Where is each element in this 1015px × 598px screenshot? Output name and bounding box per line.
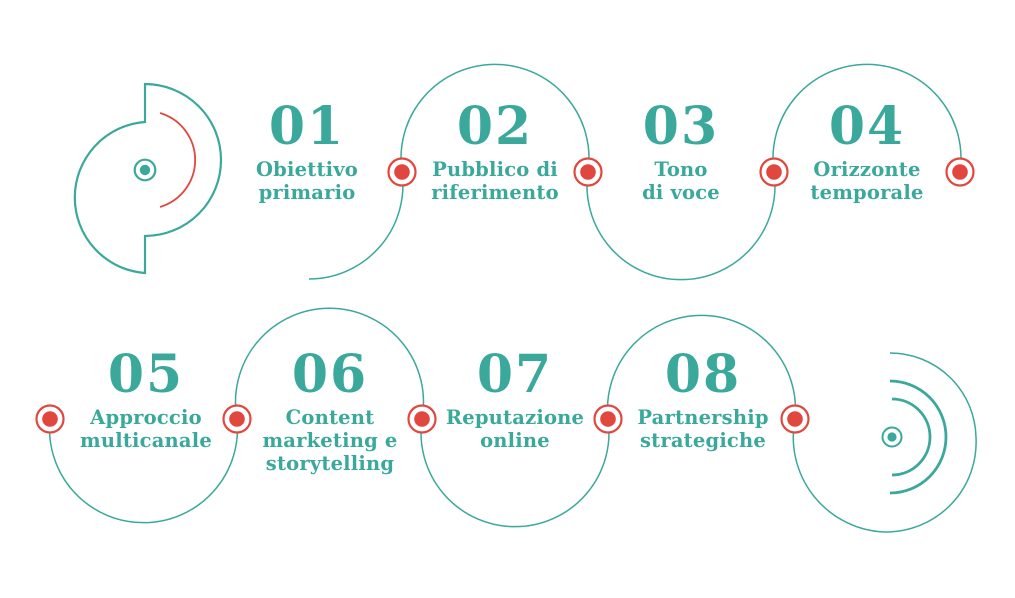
left-bullseye-dot [139,164,151,176]
step-label-line: multicanale [80,429,212,452]
split-circle-bullseye-icon [73,82,223,275]
step-label: Obiettivo primario [256,158,358,204]
right-bullseye-dot [887,432,897,442]
ripple-bullseye-icon [881,379,948,495]
step-number: 03 [642,96,720,157]
node-dot [387,157,417,187]
node-dot [759,157,789,187]
ripple-arc-inner [891,397,932,477]
step-08: 08 Partnership strategiche [637,344,768,453]
step-label: Approccio multicanale [80,406,212,452]
step-05: 05 Approccio multicanale [80,344,212,453]
node-dots [35,157,975,434]
step-label-line: Content [285,406,375,429]
step-number: 05 [107,344,185,405]
step-label-line: online [480,429,550,452]
step-label-line: riferimento [431,181,559,204]
step-01: 01 Obiettivo primario [256,96,358,205]
step-label-line: marketing e [262,429,398,452]
step-label-line: Tono [654,158,708,181]
step-label: Partnership strategiche [637,406,768,452]
step-label: Tono di voce [642,158,720,204]
step-number: 02 [456,96,534,157]
step-label-line: primario [258,181,356,204]
node-dot [573,157,603,187]
step-number: 07 [476,344,554,405]
step-06: 06 Content marketing e storytelling [262,344,397,476]
node-dot [945,157,975,187]
node-dot [35,404,65,434]
node-dot [222,404,252,434]
step-label-line: Approccio [90,406,202,429]
step-02: 02 Pubblico di riferimento [431,96,559,205]
step-label-line: strategiche [639,429,766,452]
step-04: 04 Orizzonte temporale [810,96,923,205]
split-circle-red-arc [159,112,197,208]
step-label-line: Orizzonte [813,158,921,181]
step-number: 08 [664,344,742,405]
step-label-line: Partnership [637,406,769,429]
step-label-line: storytelling [265,452,395,475]
step-number: 04 [828,96,906,157]
node-dot [593,404,623,434]
step-label-line: Obiettivo [256,158,358,181]
step-07: 07 Reputazione online [446,344,584,453]
step-number: 06 [291,344,369,405]
node-dot [780,404,810,434]
step-label: Orizzonte temporale [810,158,923,204]
step-label: Reputazione online [446,406,584,452]
step-label-line: Reputazione [445,406,585,429]
step-label: Pubblico di riferimento [431,158,559,204]
split-circle-outline [73,82,223,275]
step-label-line: temporale [810,181,924,204]
node-dot [407,404,437,434]
step-label-line: di voce [642,181,720,204]
step-label-line: Pubblico di [432,158,558,181]
step-number: 01 [268,96,346,157]
step-03: 03 Tono di voce [642,96,720,205]
step-label: Content marketing e storytelling [262,406,397,475]
ripple-arc-middle [889,379,948,495]
